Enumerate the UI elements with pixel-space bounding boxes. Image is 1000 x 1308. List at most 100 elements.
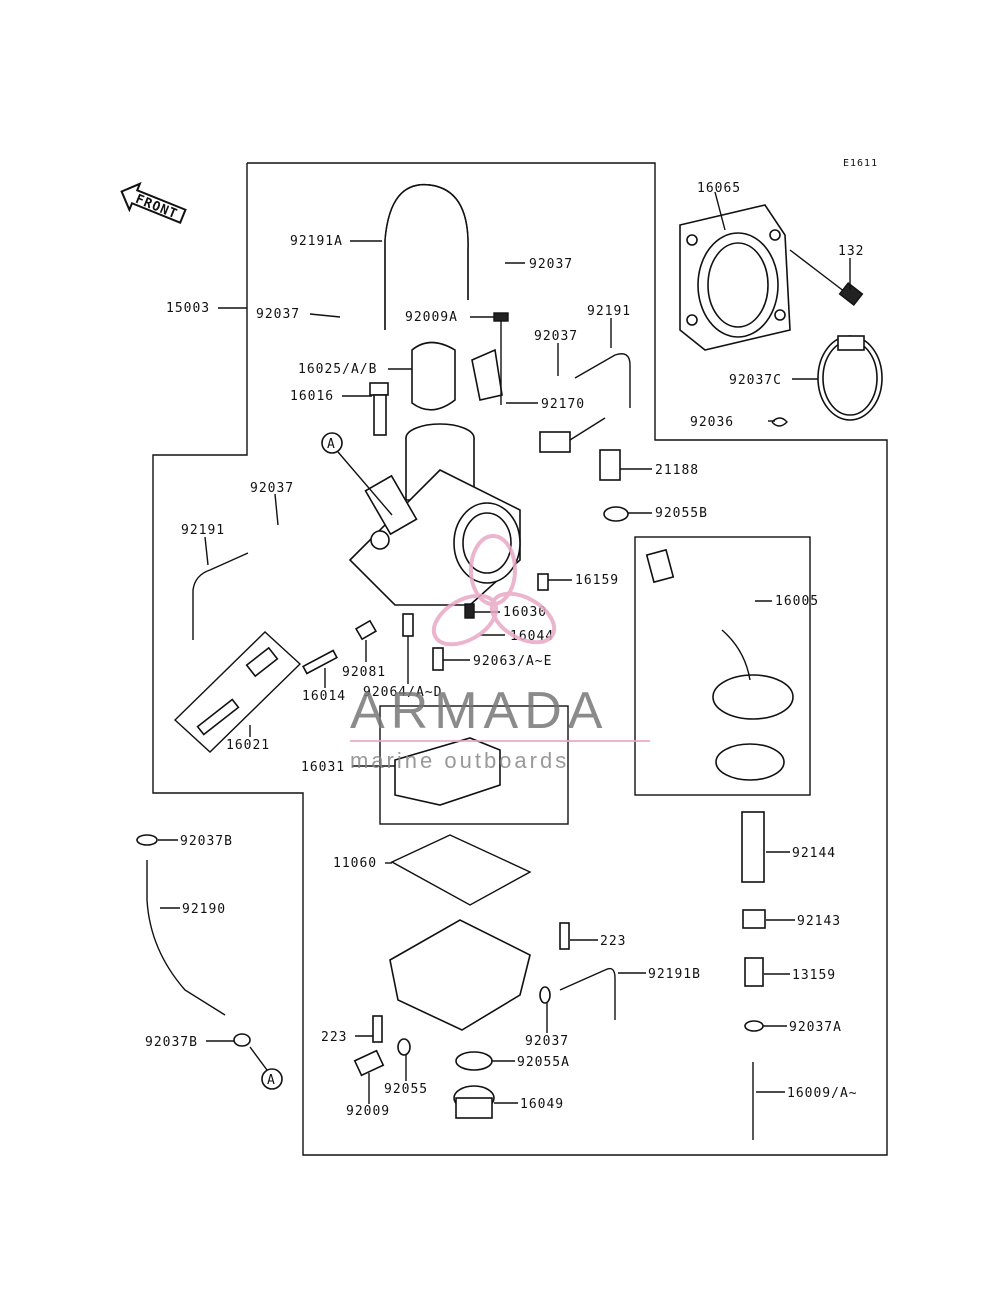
label-92170: 92170 [541, 397, 585, 412]
screw-92009 [353, 1049, 385, 1077]
label-92190: 92190 [182, 902, 226, 917]
label-92037A: 92037A [789, 1020, 842, 1035]
gasket-11060 [390, 834, 532, 906]
label-92037C: 92037C [729, 373, 782, 388]
label-16016: 16016 [290, 389, 334, 404]
label-92036: 92036 [690, 415, 734, 430]
clamp-92037C [817, 335, 883, 421]
needle-jet-16005 [645, 548, 675, 584]
label-92055A: 92055A [517, 1055, 570, 1070]
o-ring-92055A [455, 1051, 493, 1071]
label-92191-left: 92191 [181, 523, 225, 538]
jet-92063 [432, 647, 444, 671]
o-ring-92055 [397, 1038, 411, 1056]
label-92055: 92055 [384, 1082, 428, 1097]
callout-a-top: A [321, 432, 393, 516]
air-screw-16021 [196, 698, 240, 736]
label-92037-l2: 92037 [250, 481, 294, 496]
label-16031: 16031 [301, 760, 345, 775]
intake-holder-16065 [679, 204, 791, 351]
o-ring-92055B [603, 506, 629, 522]
air-screw-group-box [173, 631, 302, 753]
label-92037B-top: 92037B [180, 834, 233, 849]
clip-92037B-top [136, 834, 158, 846]
label-16005: 16005 [775, 594, 819, 609]
bracket-92170 [471, 348, 503, 401]
front-label: FRONT [133, 192, 180, 222]
label-16030: 16030 [503, 605, 547, 620]
label-21188: 21188 [655, 463, 699, 478]
label-16065: 16065 [697, 181, 741, 196]
screw-223-left [372, 1015, 383, 1043]
jet-16159 [537, 573, 549, 591]
spring-16021 [245, 646, 279, 678]
label-92037-mid: 92037 [534, 329, 578, 344]
pilot-jet-group-box [634, 536, 811, 796]
label-92191A: 92191A [290, 234, 343, 249]
label-92191-top: 92191 [587, 304, 631, 319]
callout-a-bottom: A [249, 1046, 283, 1090]
hose-92191B [559, 967, 616, 1020]
label-16049: 16049 [520, 1097, 564, 1112]
diagram-code: E1611 [843, 158, 878, 169]
watermark-brand: ARMADA [350, 682, 608, 740]
jet-16030 [464, 603, 475, 619]
gasket-16005 [715, 743, 785, 781]
screw-223-right [559, 922, 570, 950]
label-92055B: 92055B [655, 506, 708, 521]
drain-plug-16049 [453, 1085, 495, 1119]
sensor-21188 [539, 417, 621, 481]
svg-text:A: A [267, 1073, 276, 1088]
label-92009: 92009 [346, 1104, 390, 1119]
label-92144: 92144 [792, 846, 836, 861]
propeller-logo-icon [431, 534, 557, 647]
label-16021: 16021 [226, 738, 270, 753]
label-11060: 11060 [333, 856, 377, 871]
float-16031 [394, 737, 501, 806]
label-92081: 92081 [342, 665, 386, 680]
label-92037-left: 92037 [256, 307, 300, 322]
front-arrow-icon: FRONT [120, 181, 187, 225]
clip-92037A [744, 1020, 764, 1032]
spring-92144 [741, 811, 765, 883]
float-group-box [379, 705, 569, 825]
carburetor-body [348, 423, 521, 606]
label-13159: 13159 [792, 968, 836, 983]
label-132: 132 [838, 244, 864, 259]
jet-13159 [744, 957, 764, 987]
needle-16014 [302, 649, 338, 675]
label-92009A: 92009A [405, 310, 458, 325]
leader-lines [158, 191, 851, 1104]
label-223-right: 223 [600, 934, 626, 949]
hose-92191-top [574, 353, 631, 408]
throttle-stop-16016 [369, 382, 389, 436]
label-92143: 92143 [797, 914, 841, 929]
clip-92037B-bottom [233, 1033, 251, 1047]
watermark-logo: ARMADA marine outboards [350, 534, 650, 773]
label-92037-top: 92037 [529, 257, 573, 272]
vent-hose-92191A [384, 183, 469, 330]
clip-92037-bottom [539, 986, 551, 1004]
spring-92081 [354, 619, 378, 641]
label-92191B: 92191B [648, 967, 701, 982]
label-15003: 15003 [166, 301, 210, 316]
throttle-valve-16025 [411, 341, 456, 411]
float-bowl [389, 919, 531, 1031]
label-92037B-bottom: 92037B [145, 1035, 198, 1050]
label-223-left: 223 [321, 1030, 347, 1045]
label-16025: 16025/A/B [298, 362, 377, 377]
label-16014: 16014 [302, 689, 346, 704]
label-92064: 92064/A~D [363, 685, 442, 700]
holder-92143 [742, 909, 766, 929]
label-92063: 92063/A~E [473, 654, 552, 669]
hose-92190 [146, 860, 226, 1016]
cover-16005 [712, 674, 794, 720]
assembly-boundary [152, 162, 888, 1156]
bolt-132 [789, 249, 864, 307]
label-92037-bottom: 92037 [525, 1034, 569, 1049]
label-16009: 16009/A~ [787, 1086, 858, 1101]
label-16159: 16159 [575, 573, 619, 588]
svg-text:A: A [327, 437, 336, 452]
jet-92064 [402, 613, 414, 637]
